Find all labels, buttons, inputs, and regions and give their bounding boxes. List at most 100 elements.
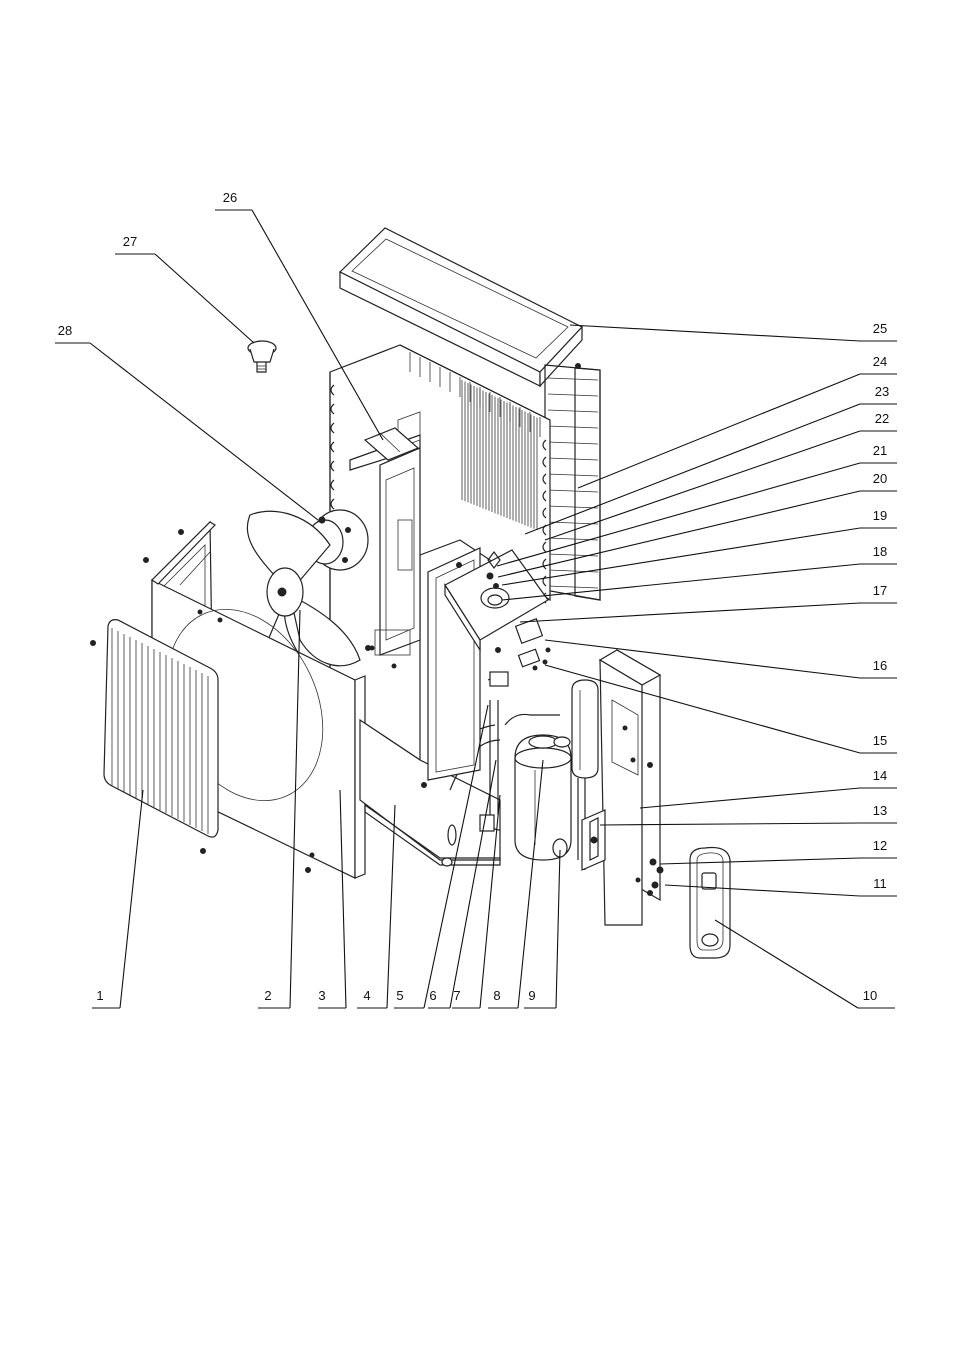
leader-line [544, 664, 861, 754]
top-cover [338, 227, 583, 388]
callout-number: 19 [873, 508, 887, 523]
leader-line [479, 794, 501, 1009]
side-panel [598, 648, 662, 926]
leader-line [544, 430, 861, 541]
callout-6: 6 [428, 759, 497, 1009]
callout-number: 20 [873, 471, 887, 486]
leader-line [639, 787, 861, 809]
callout-number: 15 [873, 733, 887, 748]
leader-line [119, 789, 144, 1009]
callout-number: 8 [493, 988, 500, 1003]
callout-10: 10 [714, 919, 895, 1009]
electric-box [444, 549, 551, 671]
callout-number: 26 [223, 190, 237, 205]
callout-number: 28 [58, 323, 72, 338]
callout-27: 27 [115, 234, 255, 344]
leader-line [251, 209, 384, 441]
callout-number: 25 [873, 321, 887, 336]
mount-plate [363, 427, 420, 461]
callout-number: 16 [873, 658, 887, 673]
callout-number: 4 [363, 988, 370, 1003]
leader-line [577, 373, 861, 489]
callout-number: 3 [318, 988, 325, 1003]
leader-line [497, 490, 861, 578]
callout-number: 9 [528, 988, 535, 1003]
callout-number: 13 [873, 803, 887, 818]
callout-13: 13 [599, 803, 897, 826]
callout-8: 8 [488, 759, 544, 1009]
leader-line [423, 704, 489, 1009]
callout-20: 20 [497, 471, 897, 578]
callout-26: 26 [215, 190, 384, 441]
base-pan [359, 718, 501, 867]
leader-line [496, 462, 861, 567]
callout-4: 4 [357, 804, 396, 1009]
callout-number: 24 [873, 354, 887, 369]
terminal-plate [581, 809, 606, 871]
leader-line [544, 639, 861, 679]
leader-line [289, 609, 301, 1009]
compressor [514, 734, 572, 861]
leader-line [501, 527, 861, 586]
callout-number: 5 [396, 988, 403, 1003]
callout-number: 18 [873, 544, 887, 559]
leader-line [386, 804, 396, 1009]
callout-23: 23 [524, 384, 897, 535]
accumulator [571, 679, 599, 870]
valve-cover [689, 846, 731, 959]
condenser-coil [544, 364, 601, 601]
callout-9: 9 [524, 849, 561, 1009]
leader-line [599, 822, 861, 826]
callout-16: 16 [544, 639, 897, 679]
leader-line [519, 602, 861, 623]
leader-line [517, 759, 544, 1009]
callout-22: 22 [544, 411, 897, 541]
callout-number: 14 [873, 768, 887, 783]
leader-line [501, 563, 861, 601]
callout-number: 2 [264, 988, 271, 1003]
callout-number: 23 [875, 384, 889, 399]
callout-18: 18 [501, 544, 897, 601]
callout-25: 25 [569, 321, 897, 342]
leader-line [569, 324, 861, 342]
callout-number: 21 [873, 443, 887, 458]
callout-12: 12 [659, 838, 897, 865]
callout-11: 11 [664, 876, 897, 897]
callout-number: 6 [429, 988, 436, 1003]
screws [90, 363, 653, 873]
callout-21: 21 [496, 443, 897, 567]
callout-1: 1 [92, 789, 144, 1009]
fan-nut [247, 340, 277, 373]
leader-line [339, 789, 347, 1009]
callout-14: 14 [639, 768, 897, 809]
leader-line [89, 342, 319, 521]
callout-number: 7 [453, 988, 460, 1003]
leader-line [555, 849, 561, 1009]
leader-line [449, 759, 497, 1009]
callout-5: 5 [394, 704, 489, 1009]
callout-7: 7 [452, 794, 501, 1009]
callout-3: 3 [318, 789, 347, 1009]
callout-2: 2 [258, 609, 301, 1009]
leader-line [714, 919, 859, 1009]
terminal-screws [635, 858, 664, 896]
leader-line [659, 857, 861, 865]
front-grille [103, 619, 219, 838]
callout-19: 19 [501, 508, 897, 586]
callout-number: 27 [123, 234, 137, 249]
piping [479, 671, 560, 846]
callout-28: 28 [55, 323, 319, 521]
callout-number: 12 [873, 838, 887, 853]
callout-number: 11 [873, 876, 887, 891]
callout-17: 17 [519, 583, 897, 623]
callout-number: 1 [96, 988, 103, 1003]
callout-number: 17 [873, 583, 887, 598]
callout-15: 15 [544, 664, 897, 754]
leader-line [664, 884, 861, 897]
callout-number: 22 [875, 411, 889, 426]
leader-line [154, 253, 255, 344]
callout-24: 24 [577, 354, 897, 489]
